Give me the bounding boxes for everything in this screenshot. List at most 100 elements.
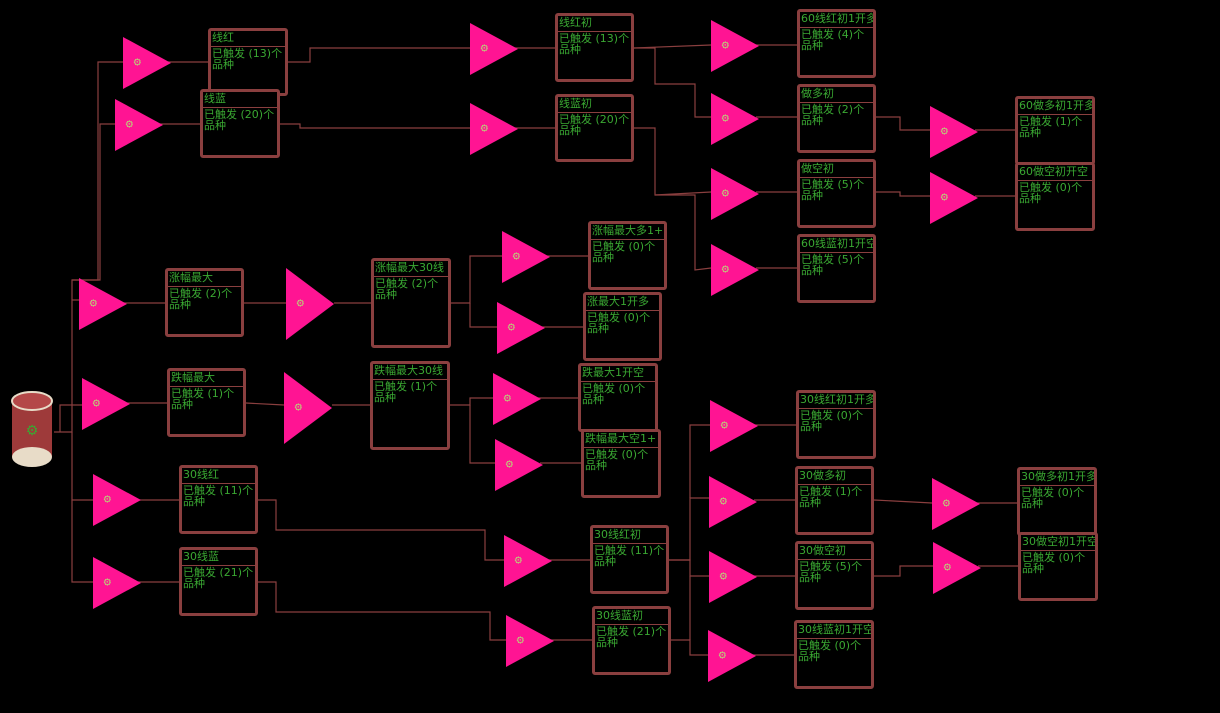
triangle-shape <box>284 372 332 444</box>
connector-wire <box>451 255 502 304</box>
filter-gear-icon: ⚙ <box>717 650 727 662</box>
node-diefuzuida[interactable]: 跌幅最大已触发 (1)个品种 <box>167 368 246 437</box>
node-status: 已触发 (11)个品种 <box>183 484 254 508</box>
filter-triangle-icon[interactable]: ⚙ <box>710 400 758 452</box>
filter-triangle-icon[interactable]: ⚙ <box>495 439 543 491</box>
node-zuokongchu[interactable]: 做空初已触发 (5)个品种 <box>797 159 876 228</box>
node-30zuokongchu[interactable]: 30做空初已触发 (5)个品种 <box>795 541 874 610</box>
filter-gear-icon: ⚙ <box>720 188 730 200</box>
node-title: 60线蓝初1开空 <box>800 237 873 253</box>
node-title: 涨幅最大30线 <box>374 261 448 277</box>
node-30zuokongchu1[interactable]: 30做空初1开空已触发 (0)个品种 <box>1018 532 1098 601</box>
node-diezuida1kaikong[interactable]: 跌最大1开空已触发 (0)个品种 <box>578 363 658 432</box>
node-title: 30线红初1开多 <box>799 393 873 409</box>
node-title: 60做多初1开多 <box>1018 99 1092 115</box>
filter-triangle-icon[interactable]: ⚙ <box>497 302 545 354</box>
node-status: 已触发 (20)个品种 <box>559 113 630 137</box>
filter-triangle-icon[interactable]: ⚙ <box>493 373 541 425</box>
data-source-database-icon[interactable]: ⚙ <box>10 391 54 469</box>
node-60xianhongchu1[interactable]: 60线红初1开多已触发 (4)个品种 <box>797 9 876 78</box>
node-status: 已触发 (1)个品种 <box>374 380 438 404</box>
node-title: 线蓝 <box>203 92 277 108</box>
node-zhangfuzuida[interactable]: 涨幅最大已触发 (2)个品种 <box>165 268 244 337</box>
triangle-shape <box>504 535 552 587</box>
triangle-shape <box>711 244 759 296</box>
filter-gear-icon: ⚙ <box>506 322 516 334</box>
triangle-shape <box>930 172 978 224</box>
node-30xianlanchu[interactable]: 30线蓝初已触发 (21)个品种 <box>592 606 671 675</box>
node-zhangfuzuidaduo1[interactable]: 涨幅最大多1+已触发 (0)个品种 <box>588 221 667 290</box>
node-30zuoduochu[interactable]: 30做多初已触发 (1)个品种 <box>795 466 874 535</box>
filter-triangle-icon[interactable]: ⚙ <box>284 372 332 444</box>
node-title: 跌幅最大空1+ <box>584 432 658 448</box>
connector-wire <box>450 397 493 406</box>
triangle-shape <box>79 278 127 330</box>
filter-triangle-icon[interactable]: ⚙ <box>932 478 980 530</box>
node-60zuoduochu1[interactable]: 60做多初1开多已触发 (1)个品种 <box>1015 96 1095 165</box>
filter-gear-icon: ⚙ <box>132 57 142 69</box>
filter-triangle-icon[interactable]: ⚙ <box>286 268 334 340</box>
filter-triangle-icon[interactable]: ⚙ <box>79 278 127 330</box>
node-xianhong[interactable]: 线红已触发 (13)个品种 <box>208 28 288 96</box>
node-30xianhongchu1[interactable]: 30线红初1开多已触发 (0)个品种 <box>796 390 876 459</box>
filter-triangle-icon[interactable]: ⚙ <box>711 20 759 72</box>
filter-triangle-icon[interactable]: ⚙ <box>930 172 978 224</box>
filter-triangle-icon[interactable]: ⚙ <box>709 476 757 528</box>
filter-triangle-icon[interactable]: ⚙ <box>82 378 130 430</box>
node-30xianlanchu1[interactable]: 30线蓝初1开空已触发 (0)个品种 <box>794 620 874 689</box>
filter-triangle-icon[interactable]: ⚙ <box>708 630 756 682</box>
filter-triangle-icon[interactable]: ⚙ <box>115 99 163 151</box>
filter-gear-icon: ⚙ <box>718 571 728 583</box>
filter-triangle-icon[interactable]: ⚙ <box>93 474 141 526</box>
node-xianhongchu[interactable]: 线红初已触发 (13)个品种 <box>555 13 634 82</box>
node-xianlanchu[interactable]: 线蓝初已触发 (20)个品种 <box>555 94 634 162</box>
filter-triangle-icon[interactable]: ⚙ <box>470 103 518 155</box>
node-xianlan[interactable]: 线蓝已触发 (20)个品种 <box>200 89 280 158</box>
filter-gear-icon: ⚙ <box>939 126 949 138</box>
filter-triangle-icon[interactable]: ⚙ <box>933 542 981 594</box>
node-30xianhongchu[interactable]: 30线红初已触发 (11)个品种 <box>590 525 669 594</box>
filter-triangle-icon[interactable]: ⚙ <box>123 37 171 89</box>
filter-gear-icon: ⚙ <box>504 459 514 471</box>
node-60xianlanchu1[interactable]: 60线蓝初1开空已触发 (5)个品种 <box>797 234 876 303</box>
node-title: 30线红初 <box>593 528 666 544</box>
filter-triangle-icon[interactable]: ⚙ <box>930 106 978 158</box>
triangle-shape <box>710 400 758 452</box>
node-status: 已触发 (5)个品种 <box>801 253 865 277</box>
filter-gear-icon: ⚙ <box>479 123 489 135</box>
filter-triangle-icon[interactable]: ⚙ <box>506 615 554 667</box>
node-zhangzuida1kaiduo[interactable]: 涨最大1开多已触发 (0)个品种 <box>583 292 662 361</box>
node-status: 已触发 (0)个品种 <box>585 448 649 472</box>
connector-wire <box>689 424 710 498</box>
node-title: 跌最大1开空 <box>581 366 655 382</box>
filter-triangle-icon[interactable]: ⚙ <box>504 535 552 587</box>
connector-wire <box>634 47 711 118</box>
node-diefuzuida30[interactable]: 跌幅最大30线已触发 (1)个品种 <box>370 361 450 450</box>
node-zhangfuzuida30[interactable]: 涨幅最大30线已触发 (2)个品种 <box>371 258 451 348</box>
node-title: 30做多初 <box>798 469 871 485</box>
node-30xianlan[interactable]: 30线蓝已触发 (21)个品种 <box>179 547 258 616</box>
filter-triangle-icon[interactable]: ⚙ <box>711 244 759 296</box>
node-status: 已触发 (13)个品种 <box>212 47 283 71</box>
filter-triangle-icon[interactable]: ⚙ <box>711 93 759 145</box>
triangle-shape <box>711 168 759 220</box>
node-zuoduochu[interactable]: 做多初已触发 (2)个品种 <box>797 84 876 153</box>
filter-triangle-icon[interactable]: ⚙ <box>502 231 550 283</box>
node-status: 已触发 (13)个品种 <box>559 32 630 56</box>
filter-triangle-icon[interactable]: ⚙ <box>470 23 518 75</box>
node-30zuoduochu1[interactable]: 30做多初1开多已触发 (0)个品种 <box>1017 467 1097 536</box>
connector-wire <box>876 116 930 131</box>
filter-triangle-icon[interactable]: ⚙ <box>93 557 141 609</box>
node-30xianhong[interactable]: 30线红已触发 (11)个品种 <box>179 465 258 534</box>
connector-wire <box>54 61 123 433</box>
node-diefuzuidakong1[interactable]: 跌幅最大空1+已触发 (0)个品种 <box>581 429 661 498</box>
filter-triangle-icon[interactable]: ⚙ <box>709 551 757 603</box>
filter-gear-icon: ⚙ <box>502 393 512 405</box>
filter-triangle-icon[interactable]: ⚙ <box>711 168 759 220</box>
connector-wire <box>59 404 82 432</box>
node-status: 已触发 (0)个品种 <box>1021 486 1085 510</box>
node-60zuokongchu[interactable]: 60做空初开空已触发 (0)个品种 <box>1015 162 1095 231</box>
filter-gear-icon: ⚙ <box>295 298 305 310</box>
connector-wire <box>469 303 497 328</box>
filter-gear-icon: ⚙ <box>293 402 303 414</box>
